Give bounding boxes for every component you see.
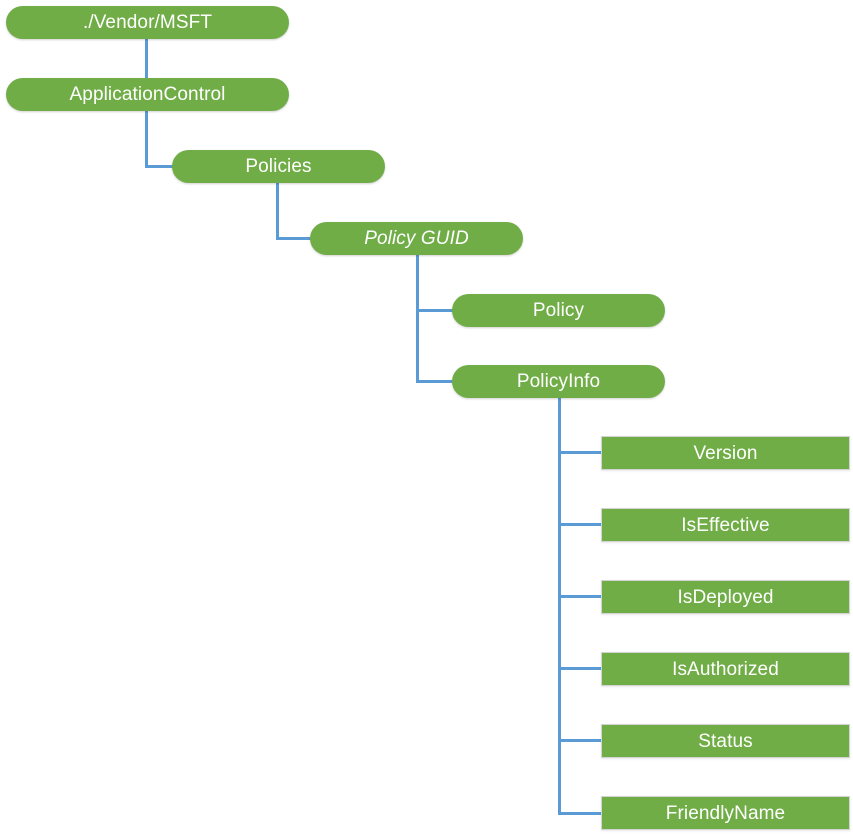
node-label: IsAuthorized bbox=[672, 658, 779, 680]
connector-applicationcontrol-to-policies-horizontal bbox=[145, 165, 178, 168]
node-label: IsDeployed bbox=[677, 586, 774, 608]
node-version[interactable]: Version bbox=[601, 436, 850, 470]
connector-policyinfo-to-isdeployed bbox=[558, 595, 604, 598]
connector-policyguid-to-policy bbox=[416, 309, 456, 312]
connector-policyinfo-to-iseffective bbox=[558, 523, 604, 526]
connector-policyinfo-trunk bbox=[558, 397, 561, 815]
node-label: ./Vendor/MSFT bbox=[82, 12, 213, 33]
connector-policyinfo-to-status bbox=[558, 739, 604, 742]
node-policy[interactable]: Policy bbox=[452, 294, 665, 327]
node-label: Version bbox=[693, 442, 758, 464]
connector-vendor-to-applicationcontrol bbox=[145, 38, 148, 79]
node-label: ApplicationControl bbox=[69, 84, 226, 105]
node-applicationcontrol[interactable]: ApplicationControl bbox=[6, 78, 289, 111]
node-policies[interactable]: Policies bbox=[172, 150, 385, 183]
node-label: Policy GUID bbox=[364, 228, 469, 249]
node-status[interactable]: Status bbox=[601, 724, 850, 758]
node-isdeployed[interactable]: IsDeployed bbox=[601, 580, 850, 614]
node-policy-guid[interactable]: Policy GUID bbox=[310, 222, 523, 255]
connector-applicationcontrol-to-policies-vertical bbox=[145, 110, 148, 168]
connector-policies-to-policyguid-vertical bbox=[276, 182, 279, 240]
node-isauthorized[interactable]: IsAuthorized bbox=[601, 652, 850, 686]
connector-policyinfo-to-version bbox=[558, 451, 604, 454]
node-label: Policies bbox=[245, 156, 312, 177]
connector-policyguid-to-policyinfo bbox=[416, 380, 456, 383]
node-policyinfo[interactable]: PolicyInfo bbox=[452, 365, 665, 398]
connector-policies-to-policyguid-horizontal bbox=[276, 237, 314, 240]
node-vendor-msft[interactable]: ./Vendor/MSFT bbox=[6, 6, 289, 39]
connector-policyinfo-to-friendlyname bbox=[558, 812, 604, 815]
node-label: Policy bbox=[532, 300, 585, 321]
connector-policyguid-trunk bbox=[416, 254, 419, 382]
node-label: Status bbox=[698, 730, 753, 752]
node-label: FriendlyName bbox=[665, 802, 786, 824]
node-iseffective[interactable]: IsEffective bbox=[601, 508, 850, 542]
node-label: IsEffective bbox=[681, 514, 770, 536]
node-label: PolicyInfo bbox=[516, 371, 601, 392]
connector-policyinfo-to-isauthorized bbox=[558, 667, 604, 670]
node-friendlyname[interactable]: FriendlyName bbox=[601, 796, 850, 830]
